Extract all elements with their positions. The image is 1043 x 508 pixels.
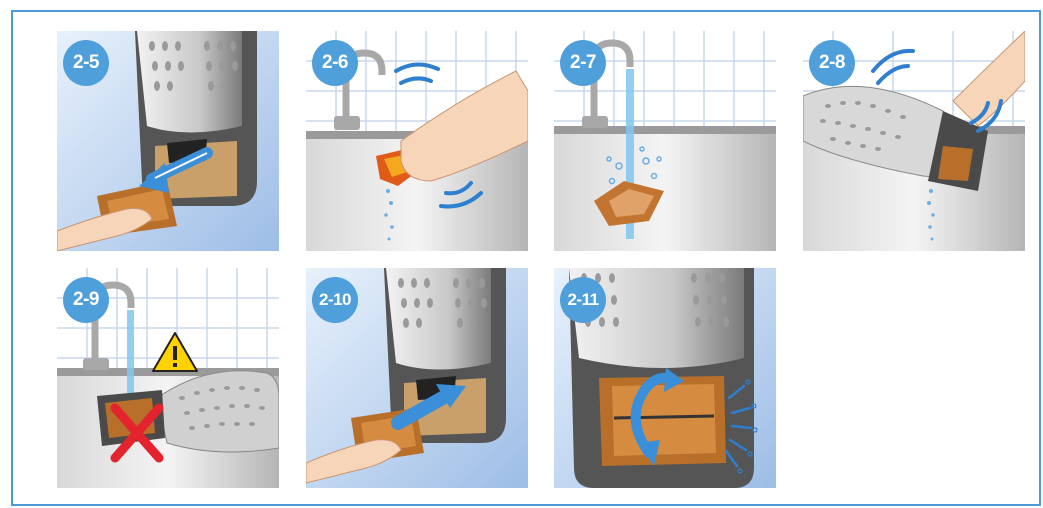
step-badge: 2-10 xyxy=(312,277,358,323)
step-badge: 2-11 xyxy=(560,277,606,323)
step-2-5-panel: 2-5 xyxy=(57,31,279,251)
step-badge: 2-5 xyxy=(63,40,109,86)
step-badge: 2-7 xyxy=(560,40,606,86)
step-2-11-panel: 2-11 xyxy=(554,268,776,488)
step-2-10-panel: 2-10 xyxy=(306,268,528,488)
step-2-9-panel: 2-9 xyxy=(57,268,279,488)
step-2-8-panel: 2-8 xyxy=(803,31,1025,251)
step-2-7-panel: 2-7 xyxy=(554,31,776,251)
step-badge: 2-6 xyxy=(312,40,358,86)
step-badge: 2-8 xyxy=(809,40,855,86)
step-badge: 2-9 xyxy=(63,277,109,323)
step-2-6-panel: 2-6 xyxy=(306,31,528,251)
